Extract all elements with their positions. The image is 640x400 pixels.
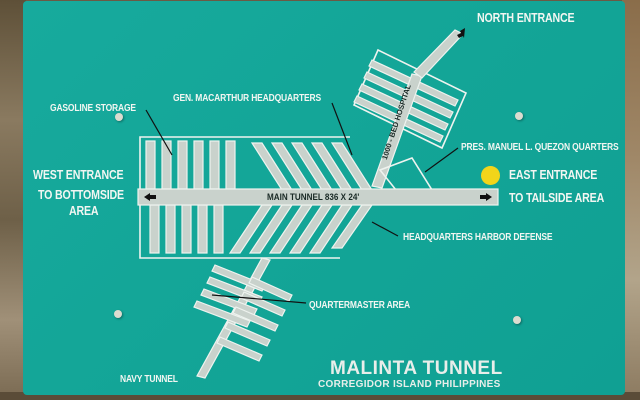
west-destination-line1: TO BOTTOMSIDE — [38, 188, 124, 202]
east-laterals-south — [228, 204, 374, 254]
hospital-laterals — [352, 29, 468, 191]
west-destination-line2: AREA — [69, 204, 99, 218]
macarthur-hq-label: GEN. MACARTHUR HEADQUARTERS — [173, 93, 321, 104]
mounting-bolt-icon — [515, 112, 523, 120]
east-arrow-icon — [480, 193, 492, 201]
sign-subtitle: CORREGIDOR ISLAND PHILIPPINES — [318, 379, 501, 390]
navy-tunnel-label: NAVY TUNNEL — [120, 374, 178, 385]
east-entrance-label: EAST ENTRANCE — [509, 168, 598, 182]
quartermaster-label: QUARTERMASTER AREA — [309, 300, 410, 311]
location-marker-dot — [481, 166, 500, 185]
north-arrow-icon — [457, 28, 465, 38]
background-foliage-left — [0, 0, 26, 400]
quezon-quarters-label: PRES. MANUEL L. QUEZON QUARTERS — [461, 142, 619, 153]
mounting-bolt-icon — [115, 113, 123, 121]
leader-lines — [145, 102, 459, 304]
background-foliage-right — [622, 0, 640, 400]
mounting-bolt-icon — [114, 310, 122, 318]
east-laterals-north — [250, 142, 374, 191]
harbor-defense-label: HEADQUARTERS HARBOR DEFENSE — [403, 232, 553, 243]
background-ground — [0, 392, 640, 400]
main-tunnel-label: MAIN TUNNEL 836 X 24' — [267, 192, 360, 202]
mounting-bolt-icon — [513, 316, 521, 324]
sign-title: MALINTA TUNNEL — [330, 358, 503, 379]
navy-tunnel-branch — [193, 257, 293, 379]
north-entrance-label: NORTH ENTRANCE — [477, 11, 575, 25]
gasoline-storage-label: GASOLINE STORAGE — [50, 103, 136, 114]
west-arrow-icon — [144, 193, 156, 201]
east-destination-label: TO TAILSIDE AREA — [509, 191, 605, 205]
west-entrance-label: WEST ENTRANCE — [33, 168, 124, 182]
main-tunnel — [137, 188, 499, 206]
